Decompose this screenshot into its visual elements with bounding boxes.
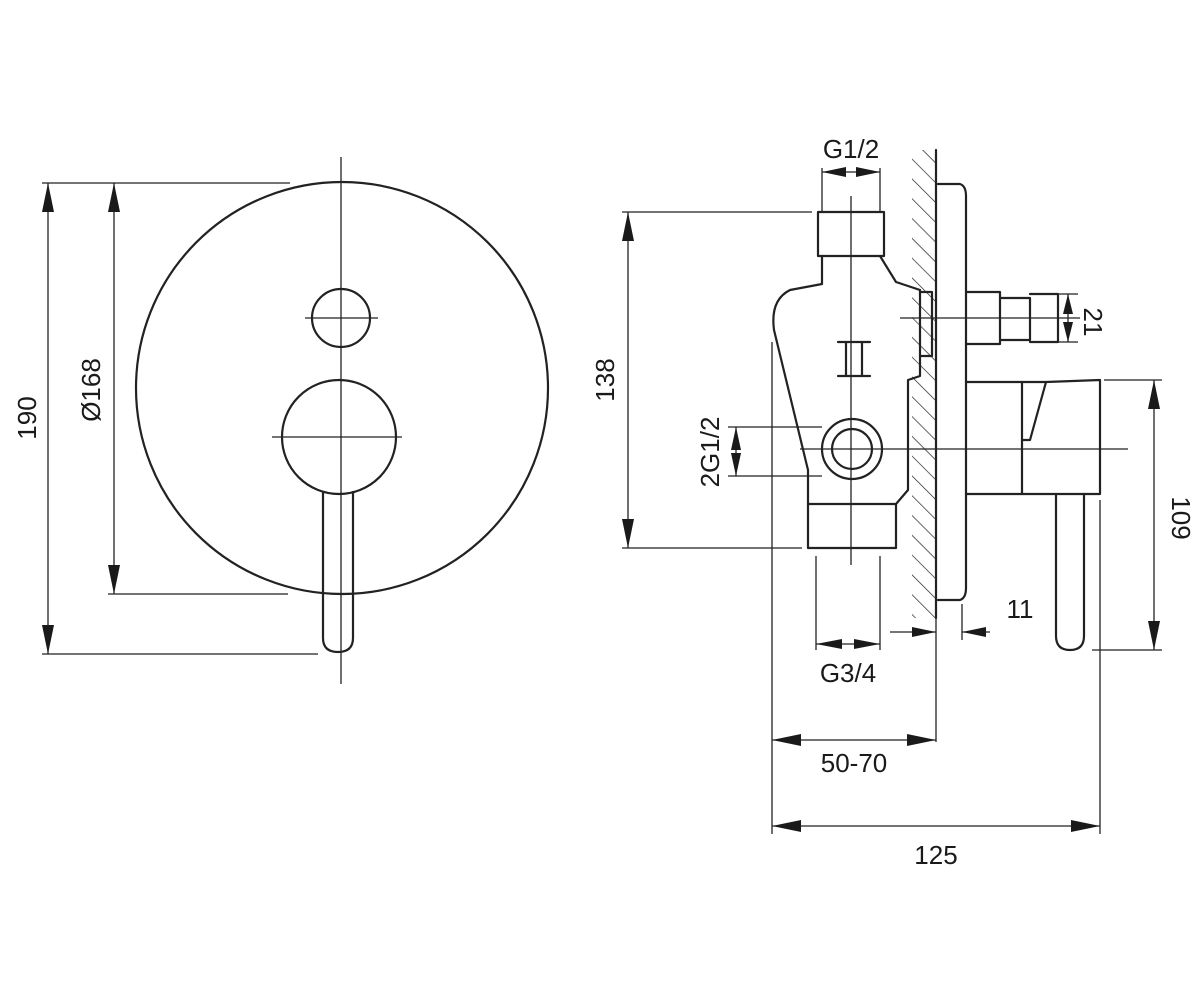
- arrow-head: [854, 639, 880, 649]
- arrow-head: [1148, 621, 1160, 650]
- arrow-head: [816, 639, 842, 649]
- arrow-head: [907, 734, 936, 746]
- arrow-head: [856, 167, 880, 177]
- front-view: 190 Ø168: [12, 157, 550, 684]
- arrow-head: [622, 212, 634, 241]
- dim-label-21: 21: [1078, 308, 1108, 337]
- arrow-head: [1071, 820, 1100, 832]
- arrow-head: [822, 167, 846, 177]
- handle-lever-side: [1054, 492, 1086, 652]
- dim-label-50-70: 50-70: [821, 748, 888, 778]
- arrow-head: [1063, 322, 1073, 342]
- arrow-head: [731, 453, 741, 476]
- top-outlet: [816, 210, 886, 258]
- arrow-head: [42, 183, 54, 212]
- arrow-head: [622, 519, 634, 548]
- dim-label-190: 190: [12, 396, 42, 439]
- arrow-head: [772, 734, 801, 746]
- side-view: G1/2 138 2G1/2 21 109: [590, 134, 1196, 870]
- arrow-head: [772, 820, 801, 832]
- bottom-inlet: [806, 502, 898, 550]
- dim-label-125: 125: [914, 840, 957, 870]
- dim-label-168: Ø168: [76, 358, 106, 422]
- diverter-stem: [836, 340, 872, 378]
- dim-label-109: 109: [1166, 496, 1196, 539]
- valve-body: [772, 254, 922, 506]
- arrow-head: [731, 427, 741, 450]
- arrow-head: [42, 625, 54, 654]
- dim-label-g12: G1/2: [823, 134, 879, 164]
- arrow-head: [962, 627, 986, 637]
- dim-label-11: 11: [1007, 594, 1034, 624]
- dim-label-2g12: 2G1/2: [695, 417, 725, 488]
- dim-label-138: 138: [590, 358, 620, 401]
- arrow-head: [1063, 294, 1073, 314]
- wall-hatch: [912, 150, 936, 618]
- arrow-head: [108, 565, 120, 594]
- dim-label-g34: G3/4: [820, 658, 876, 688]
- cover-plate: [134, 180, 550, 596]
- mounting-nut: [918, 290, 934, 358]
- arrow-head: [1148, 380, 1160, 409]
- cover-plate-side: [936, 182, 968, 602]
- arrow-head: [912, 627, 936, 637]
- handle-cap: [1020, 378, 1102, 496]
- handle-lever: [321, 490, 355, 654]
- arrow-head: [108, 183, 120, 212]
- handle-body: [964, 380, 1024, 496]
